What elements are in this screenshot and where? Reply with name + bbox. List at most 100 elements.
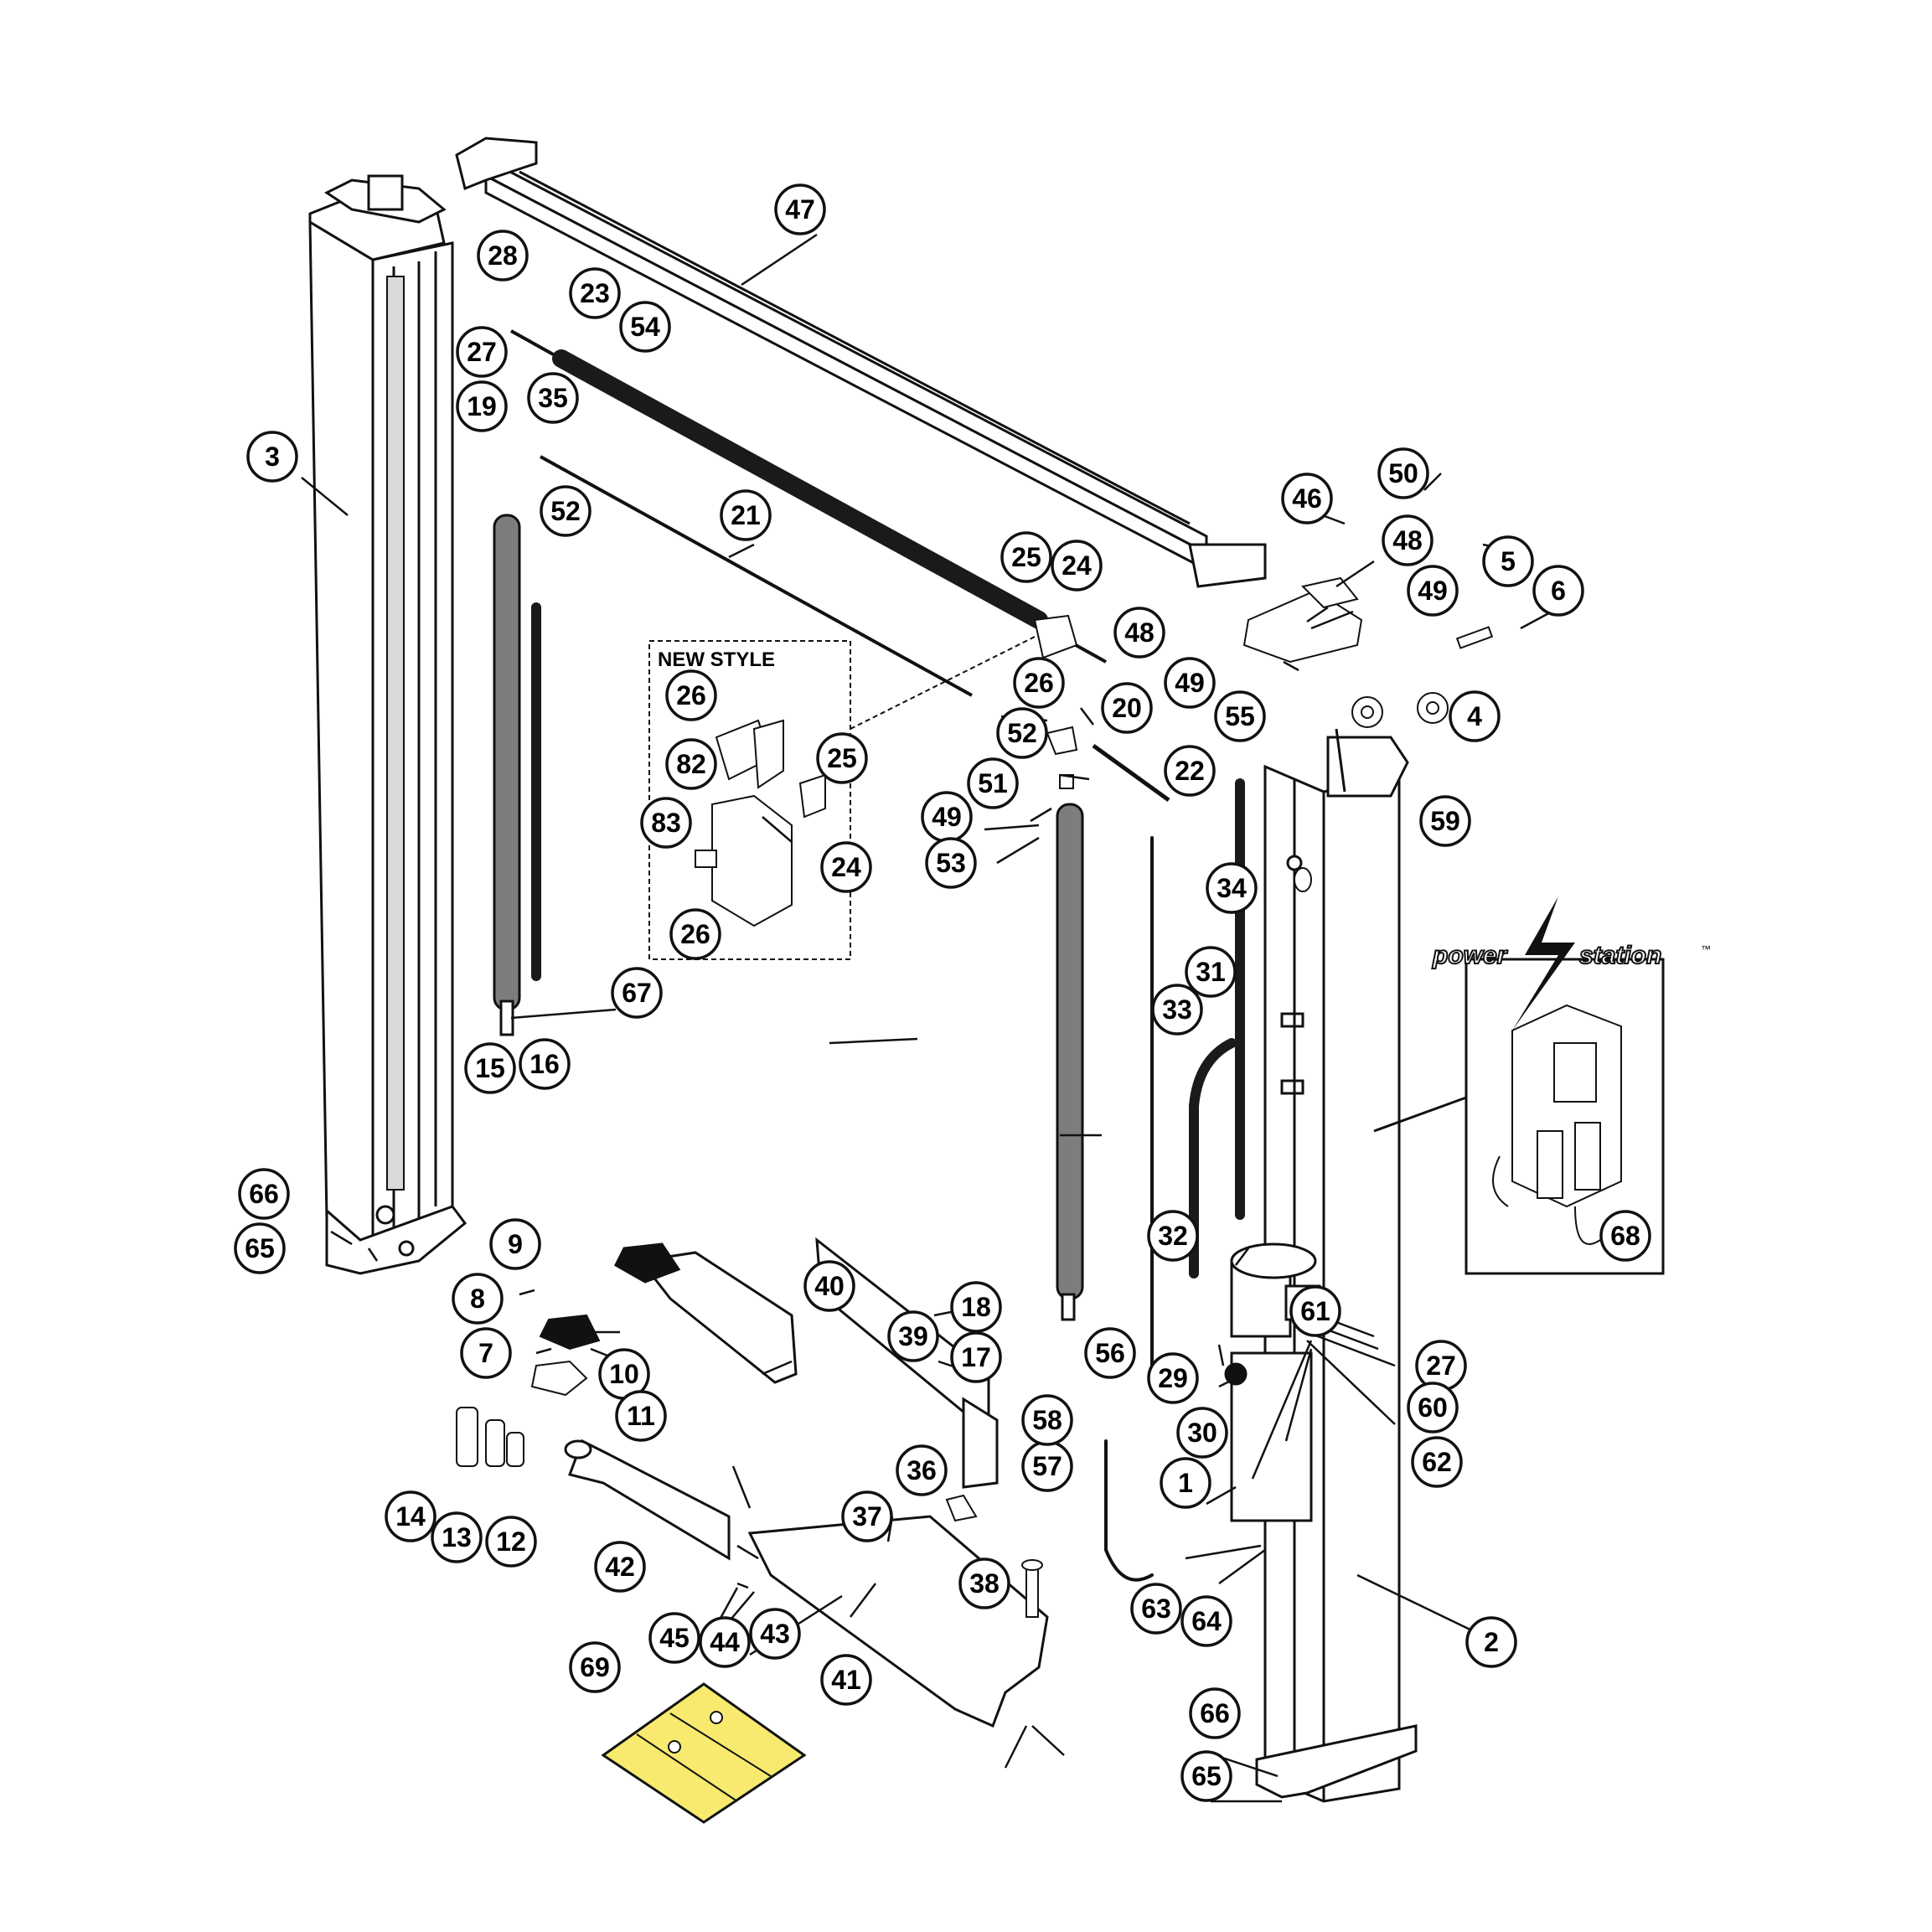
callout-number: 33	[1162, 994, 1192, 1025]
callout-number: 12	[496, 1526, 526, 1557]
callout-number: 15	[475, 1053, 505, 1083]
callout-number: 53	[936, 848, 966, 878]
callout-4: 4	[1449, 690, 1501, 742]
callout-number: 17	[961, 1342, 991, 1372]
callout-49: 49	[1407, 565, 1459, 617]
callout-circle	[1147, 1352, 1199, 1404]
callout-61: 61	[1289, 1285, 1341, 1337]
callout-27: 27	[1415, 1340, 1467, 1392]
callout-39: 39	[887, 1310, 939, 1362]
callout-44: 44	[699, 1616, 751, 1668]
callout-circle	[477, 230, 529, 282]
callout-69: 69	[569, 1641, 621, 1693]
callout-circle	[841, 1490, 893, 1542]
callout-circle	[1021, 1394, 1073, 1446]
callout-circle	[1281, 473, 1333, 524]
callout-48: 48	[1382, 514, 1434, 566]
callout-number: 40	[814, 1271, 845, 1301]
callout-circle	[665, 669, 717, 721]
callout-number: 23	[580, 278, 610, 308]
callout-66: 66	[238, 1168, 290, 1220]
callout-82: 82	[665, 738, 717, 790]
callout-9: 9	[489, 1218, 541, 1270]
callout-32: 32	[1147, 1210, 1199, 1262]
callout-circle	[1180, 1595, 1232, 1647]
brand-left: power	[1432, 942, 1509, 969]
callout-1: 1	[1160, 1457, 1211, 1509]
callout-circle	[1532, 565, 1584, 617]
callout-number: 67	[622, 978, 652, 1008]
callout-46: 46	[1281, 473, 1333, 524]
callout-circle	[774, 183, 826, 235]
callout-number: 45	[659, 1623, 690, 1653]
left-column	[308, 174, 468, 1275]
callout-number: 82	[676, 749, 706, 779]
callout-circle	[996, 707, 1048, 759]
callout-number: 26	[1024, 668, 1054, 698]
callout-circle	[967, 757, 1019, 809]
callout-circle	[1151, 984, 1203, 1036]
callout-19: 19	[456, 380, 508, 432]
callout-37: 37	[841, 1490, 893, 1542]
callout-number: 27	[467, 337, 497, 367]
callout-12: 12	[485, 1516, 537, 1568]
callout-number: 83	[651, 808, 681, 838]
callout-circle	[950, 1281, 1002, 1333]
callout-number: 46	[1292, 483, 1322, 514]
callout-circle	[950, 1331, 1002, 1383]
callout-circle	[1130, 1583, 1182, 1635]
callout-26: 26	[1013, 657, 1065, 709]
callout-circle	[958, 1557, 1010, 1609]
callout-68: 68	[1599, 1210, 1651, 1262]
callout-59: 59	[1419, 795, 1471, 847]
callout-circle	[669, 908, 721, 960]
callout-circle	[1289, 1285, 1341, 1337]
overhead-beam	[455, 137, 1267, 588]
callout-16: 16	[519, 1038, 571, 1090]
callout-57: 57	[1021, 1440, 1073, 1492]
callout-number: 52	[1007, 718, 1037, 748]
callout-34: 34	[1206, 862, 1258, 914]
callout-number: 28	[488, 240, 518, 271]
callout-circle	[1419, 795, 1471, 847]
callout-42: 42	[594, 1541, 646, 1593]
callout-circle	[820, 1654, 872, 1706]
callout-45: 45	[648, 1612, 700, 1664]
callout-number: 42	[605, 1552, 635, 1582]
callout-number: 62	[1422, 1447, 1452, 1477]
callout-18: 18	[950, 1281, 1002, 1333]
callout-40: 40	[803, 1260, 855, 1312]
callout-67: 67	[611, 967, 663, 1019]
callout-number: 34	[1217, 873, 1247, 903]
callout-number: 25	[827, 743, 857, 773]
callout-13: 13	[431, 1511, 483, 1563]
power-station-inset: power station ™	[1373, 896, 1711, 1275]
callout-circle	[1465, 1616, 1517, 1668]
brand-right: station	[1579, 942, 1661, 969]
callout-49: 49	[1164, 657, 1216, 709]
callout-54: 54	[619, 301, 671, 353]
callout-circle	[820, 841, 872, 893]
callout-circle	[640, 797, 692, 849]
callout-43: 43	[749, 1608, 801, 1660]
callout-circle	[699, 1616, 751, 1668]
hoses	[531, 602, 1245, 1582]
callout-circle	[887, 1310, 939, 1362]
callout-number: 43	[760, 1619, 790, 1649]
callout-49: 49	[921, 791, 973, 843]
callout-circle	[1084, 1327, 1136, 1379]
inset-title: NEW STYLE	[658, 648, 775, 671]
callout-number: 39	[898, 1321, 928, 1351]
callout-circle	[452, 1273, 504, 1325]
callout-circle	[238, 1168, 290, 1220]
callout-circle	[1411, 1436, 1463, 1488]
callout-7: 7	[460, 1327, 512, 1379]
callout-number: 9	[508, 1229, 523, 1259]
callout-number: 6	[1551, 576, 1566, 606]
callout-circle	[569, 267, 621, 319]
callout-number: 54	[630, 312, 660, 342]
callout-55: 55	[1214, 690, 1266, 742]
callout-circle	[489, 1218, 541, 1270]
callout-number: 14	[395, 1501, 426, 1532]
